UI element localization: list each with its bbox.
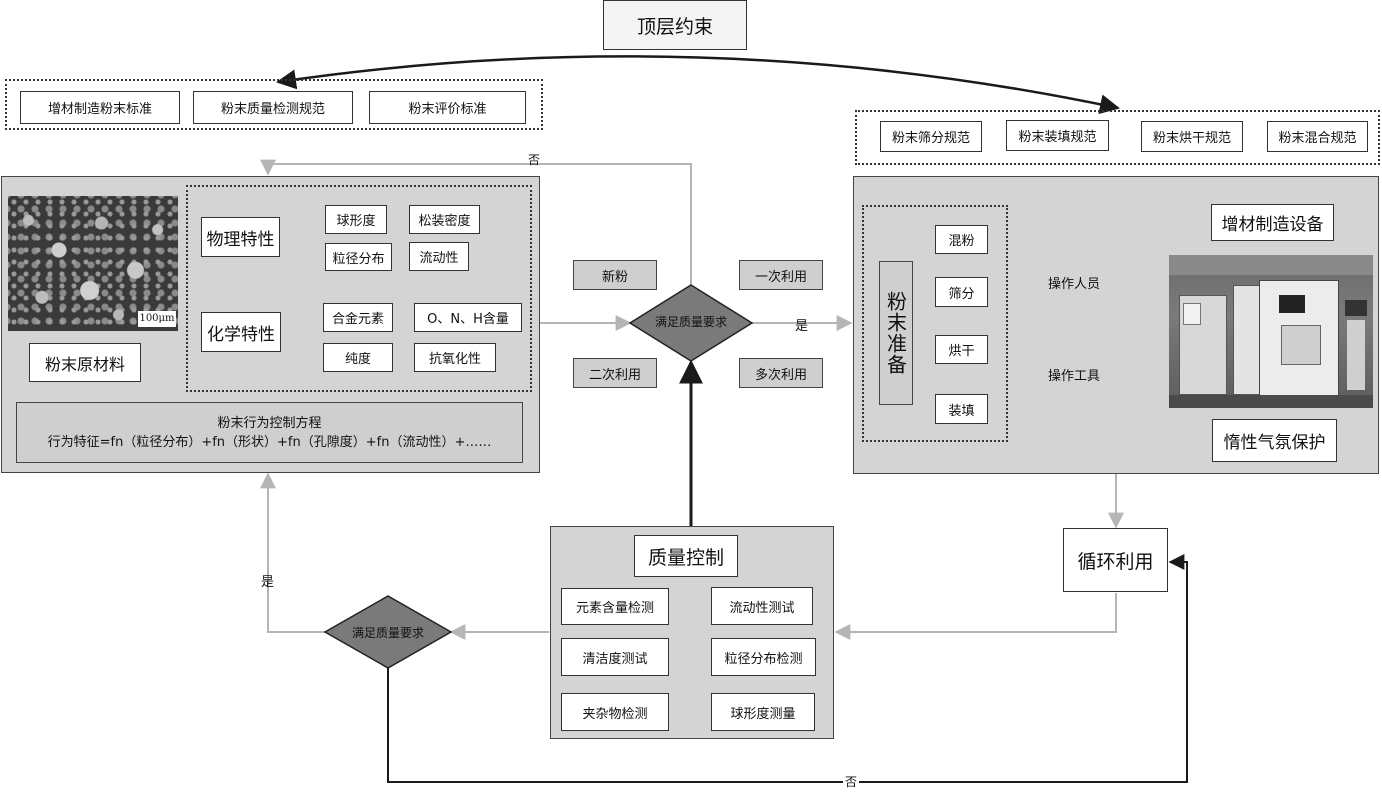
raw-material-label: 粉末原材料 [29,343,141,382]
top-constraint-arrow [276,55,1120,115]
chemical-properties-title: 化学特性 [201,312,281,352]
specs-group [855,110,1380,165]
prop-alloy-elements: 合金元素 [323,303,393,332]
equation-formula: 行为特征=fn（粒径分布）+fn（形状）+fn（孔隙度）+fn（流动性）+…… [47,435,492,450]
test-cleanliness: 清洁度测试 [561,638,669,676]
am-machine-image [1169,255,1373,408]
decision-bottom-yes: 是 [261,575,275,590]
test-element-content: 元素含量检测 [561,588,669,625]
standard-evaluation: 粉末评价标准 [369,91,526,124]
spec-drying: 粉末烘干规范 [1141,121,1243,152]
powder-multi-use: 多次利用 [739,358,823,388]
top-constraint-title: 顶层约束 [603,0,747,50]
decision-diamond-center-shape [628,284,754,362]
prep-group [862,205,1008,442]
recycle-box: 循环利用 [1063,528,1168,592]
prop-oxidation-resistance: 抗氧化性 [414,343,496,372]
bottom-decision-yes-line [260,472,327,633]
decision-center-no: 否 [528,153,541,167]
prep-step-mixing: 混粉 [935,225,988,254]
spec-sieving: 粉末筛分规范 [880,121,982,152]
spec-mixing: 粉末混合规范 [1267,121,1368,152]
powder-prep-title: 粉末准备 [879,261,913,405]
decision-diamond-bottom-shape [323,595,453,669]
test-sphericity: 球形度测量 [711,693,815,731]
prep-step-sieving: 筛分 [935,277,988,307]
scale-bar-label: 100μm [138,311,176,327]
powder-micrograph-image [8,196,178,331]
am-equipment-title: 增材制造设备 [1211,204,1334,241]
powder-new: 新粉 [573,260,657,290]
inert-protection-label: 惰性气氛保护 [1212,419,1337,462]
quality-control-title: 质量控制 [634,535,738,577]
decision-no-line [260,159,692,287]
prep-step-drying: 烘干 [935,335,988,364]
decision-bottom-no: 否 [843,773,860,790]
test-particle-size: 粒径分布检测 [711,638,816,676]
equation-box [16,402,523,463]
standards-group [5,79,543,130]
prop-onh-content: O、N、H含量 [414,303,522,332]
decision-bottom-label: 满足质量要求 [351,626,424,640]
powder-first-use: 一次利用 [739,260,823,290]
spec-filling: 粉末装填规范 [1006,120,1109,151]
decision-center-yes: 是 [795,319,809,334]
standard-quality-inspection: 粉末质量检测规范 [193,91,353,124]
physical-properties-title: 物理特性 [201,217,280,257]
prop-particle-size: 粒径分布 [325,243,392,271]
prop-flowability: 流动性 [409,242,469,271]
recycle-to-qc-line [834,593,1117,640]
operators-label: 操作人员 [1048,277,1101,292]
prop-purity: 纯度 [323,343,393,372]
properties-group [186,185,532,392]
prop-apparent-density: 松装密度 [409,205,480,234]
bottom-decision-no-line [387,554,1188,783]
prop-sphericity: 球形度 [325,205,387,234]
tools-label: 操作工具 [1048,369,1101,384]
prep-step-filling: 装填 [935,394,988,424]
powder-second-use: 二次利用 [573,358,657,388]
equation-title: 粉末行为控制方程 [217,416,322,431]
decision-center-label: 满足质量要求 [654,315,727,329]
test-flowability: 流动性测试 [711,587,813,625]
standard-am-powder: 增材制造粉末标准 [20,91,180,124]
test-inclusions: 夹杂物检测 [561,693,669,731]
